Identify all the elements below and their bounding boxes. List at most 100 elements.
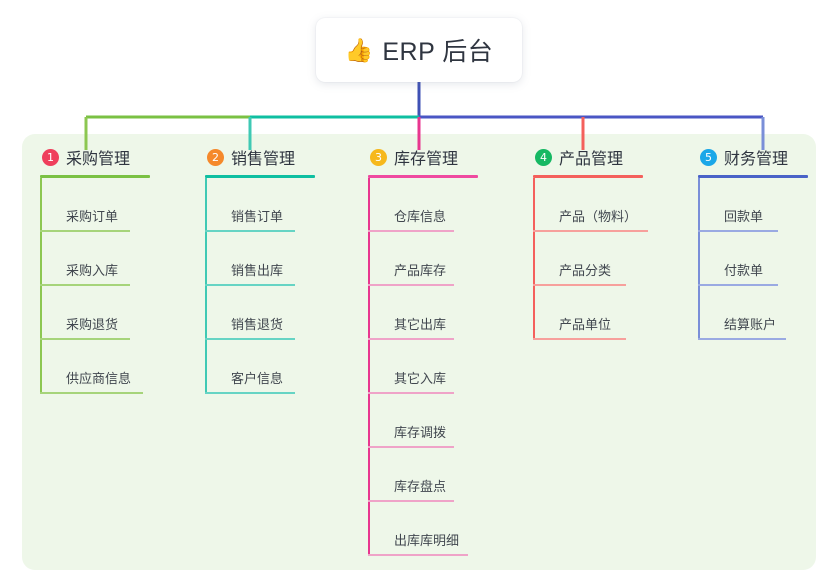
leaf-label: 其它出库 — [394, 317, 447, 332]
branch-spine-3 — [368, 178, 370, 556]
leaf-node[interactable]: 销售订单 — [205, 178, 355, 232]
leaf-node[interactable]: 仓库信息 — [368, 178, 528, 232]
leaf-rule — [205, 230, 295, 232]
branch-badge-4: 4 — [535, 148, 552, 166]
leaf-label: 产品单位 — [559, 317, 612, 332]
branch-rule-1 — [40, 175, 150, 178]
leaf-label: 销售订单 — [231, 209, 284, 224]
leaf-rule — [205, 284, 295, 286]
branch-column-3: 3 库存管理 仓库信息 产品库存 其它出库 其它入库 — [368, 145, 528, 556]
leaf-node[interactable]: 产品库存 — [368, 232, 528, 286]
branch-title-4: 产品管理 — [559, 151, 624, 168]
leaf-label: 客户信息 — [231, 371, 284, 386]
branch-spine-4 — [533, 178, 535, 340]
branch-column-4: 4 产品管理 产品（物料） 产品分类 产品单位 — [533, 145, 703, 340]
leaf-rule — [40, 284, 130, 286]
branch-badge-2: 2 — [207, 148, 224, 166]
leaf-rule — [368, 500, 454, 502]
leaf-label: 销售出库 — [231, 263, 284, 278]
root-node-erp-backend[interactable]: 👍 ERP 后台 — [316, 18, 522, 82]
leaf-node[interactable]: 出库库明细 — [368, 502, 528, 556]
leaf-node[interactable]: 客户信息 — [205, 340, 355, 394]
leaf-node[interactable]: 付款单 — [698, 232, 839, 286]
leaf-rule — [368, 230, 454, 232]
leaf-rule — [698, 338, 786, 340]
leaf-rule — [205, 392, 295, 394]
leaf-node[interactable]: 库存盘点 — [368, 448, 528, 502]
leaf-node[interactable]: 产品分类 — [533, 232, 703, 286]
branch-items-4: 产品（物料） 产品分类 产品单位 — [533, 178, 703, 340]
leaf-node[interactable]: 回款单 — [698, 178, 839, 232]
branch-badge-1: 1 — [42, 148, 59, 166]
leaf-node[interactable]: 销售退货 — [205, 286, 355, 340]
leaf-rule — [205, 338, 295, 340]
leaf-rule — [368, 284, 454, 286]
leaf-label: 产品（物料） — [559, 209, 638, 224]
branch-spine-5 — [698, 178, 700, 340]
leaf-node[interactable]: 采购订单 — [40, 178, 190, 232]
branch-title-1: 采购管理 — [66, 151, 131, 168]
branch-spine-1 — [40, 178, 42, 394]
leaf-label: 其它入库 — [394, 371, 447, 386]
leaf-rule — [533, 230, 648, 232]
leaf-label: 供应商信息 — [66, 371, 132, 386]
leaf-node[interactable]: 其它出库 — [368, 286, 528, 340]
branch-rule-5 — [698, 175, 808, 178]
branch-badge-5: 5 — [700, 148, 717, 166]
thumbs-up-icon: 👍 — [344, 36, 374, 63]
leaf-rule — [40, 230, 130, 232]
leaf-label: 回款单 — [724, 209, 764, 224]
branch-column-1: 1 采购管理 采购订单 采购入库 采购退货 — [40, 145, 190, 394]
leaf-node[interactable]: 其它入库 — [368, 340, 528, 394]
leaf-label: 采购订单 — [66, 209, 119, 224]
branch-items-2: 销售订单 销售出库 销售退货 客户信息 — [205, 178, 355, 394]
leaf-node[interactable]: 库存调拨 — [368, 394, 528, 448]
branch-header-2[interactable]: 2 销售管理 — [205, 145, 355, 169]
diagram-background-panel — [22, 134, 816, 570]
leaf-node[interactable]: 供应商信息 — [40, 340, 190, 394]
leaf-label: 采购入库 — [66, 263, 119, 278]
leaf-node[interactable]: 采购退货 — [40, 286, 190, 340]
branch-spine-2 — [205, 178, 207, 394]
leaf-label: 出库库明细 — [394, 533, 460, 548]
branch-header-4[interactable]: 4 产品管理 — [533, 145, 703, 169]
branch-title-3: 库存管理 — [394, 151, 459, 168]
branch-header-5[interactable]: 5 财务管理 — [698, 145, 839, 169]
leaf-rule — [368, 392, 454, 394]
branch-items-1: 采购订单 采购入库 采购退货 供应商信息 — [40, 178, 190, 394]
leaf-label: 结算账户 — [724, 317, 777, 332]
leaf-rule — [698, 230, 778, 232]
branch-column-2: 2 销售管理 销售订单 销售出库 销售退货 客户信息 — [205, 145, 355, 394]
leaf-node[interactable]: 产品单位 — [533, 286, 703, 340]
leaf-node[interactable]: 结算账户 — [698, 286, 839, 340]
root-node-label: ERP 后台 — [382, 38, 494, 66]
branch-rule-2 — [205, 175, 315, 178]
branch-title-2: 销售管理 — [231, 151, 296, 168]
leaf-rule — [368, 446, 454, 448]
leaf-node[interactable]: 销售出库 — [205, 232, 355, 286]
root-node-content: 👍 ERP 后台 — [345, 32, 494, 68]
leaf-rule — [40, 392, 143, 394]
leaf-label: 付款单 — [724, 263, 764, 278]
leaf-label: 采购退货 — [66, 317, 119, 332]
leaf-label: 库存盘点 — [394, 479, 447, 494]
leaf-rule — [533, 284, 626, 286]
leaf-rule — [368, 338, 454, 340]
branch-header-1[interactable]: 1 采购管理 — [40, 145, 190, 169]
leaf-label: 销售退货 — [231, 317, 284, 332]
leaf-node[interactable]: 采购入库 — [40, 232, 190, 286]
leaf-label: 库存调拨 — [394, 425, 447, 440]
leaf-rule — [698, 284, 778, 286]
branch-items-5: 回款单 付款单 结算账户 — [698, 178, 839, 340]
branch-header-3[interactable]: 3 库存管理 — [368, 145, 528, 169]
leaf-rule — [533, 338, 626, 340]
leaf-label: 产品分类 — [559, 263, 612, 278]
leaf-node[interactable]: 产品（物料） — [533, 178, 703, 232]
branch-badge-3: 3 — [370, 148, 387, 166]
leaf-rule — [40, 338, 130, 340]
branch-rule-3 — [368, 175, 478, 178]
branch-title-5: 财务管理 — [724, 151, 789, 168]
branch-rule-4 — [533, 175, 643, 178]
